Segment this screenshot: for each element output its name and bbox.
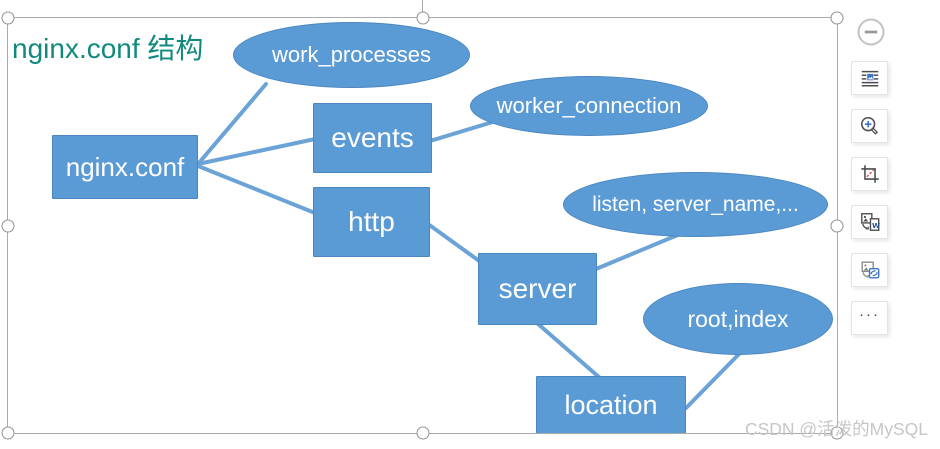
node-events[interactable]: events	[313, 103, 432, 173]
image-convert-icon	[859, 259, 881, 281]
node-server[interactable]: server	[478, 253, 597, 325]
node-http[interactable]: http	[313, 187, 430, 257]
zoom-in-icon	[859, 115, 881, 137]
resize-handle-middle-right[interactable]	[830, 219, 844, 232]
zoom-in-button[interactable]	[851, 109, 888, 143]
text-wrap-icon	[859, 67, 881, 89]
node-listen-server-name[interactable]: listen, server_name,...	[563, 172, 828, 237]
node-nginx-conf[interactable]: nginx.conf	[52, 135, 198, 199]
collapse-minus-icon	[856, 17, 886, 52]
node-label: location	[564, 389, 658, 420]
node-work-processes[interactable]: work_processes	[233, 22, 470, 88]
node-label: events	[331, 122, 414, 153]
node-label: worker_connection	[496, 93, 682, 118]
node-worker-connection[interactable]: worker_connection	[470, 76, 708, 136]
page-title: nginx.conf 结构	[12, 33, 204, 64]
image-to-doc-icon: W	[859, 211, 881, 233]
crop-button[interactable]	[851, 157, 888, 191]
node-root-index[interactable]: root,index	[643, 283, 833, 355]
edge-events-workerconn	[428, 119, 498, 143]
svg-text:W: W	[872, 221, 880, 230]
rotation-stem	[422, 0, 423, 17]
edge-nginx-workprocesses	[196, 82, 268, 166]
image-convert-button[interactable]	[851, 253, 888, 287]
node-label: listen, server_name,...	[592, 192, 799, 216]
resize-handle-bottom-left[interactable]	[1, 426, 15, 440]
csdn-watermark: CSDN @活泼的MySQL	[744, 419, 928, 439]
more-options-icon: ···	[859, 306, 880, 323]
node-label: nginx.conf	[65, 152, 185, 182]
resize-handle-top-right[interactable]	[830, 11, 844, 25]
more-options-button[interactable]: ···	[851, 301, 888, 335]
image-toolbar: W ···	[851, 17, 891, 349]
edge-nginx-http	[196, 164, 317, 215]
image-to-doc-button[interactable]: W	[851, 205, 888, 239]
edge-server-listen	[594, 232, 682, 271]
node-label: root,index	[687, 305, 789, 332]
resize-handle-top-middle[interactable]	[416, 11, 429, 25]
resize-handle-middle-left[interactable]	[1, 219, 15, 232]
node-label: http	[348, 206, 395, 237]
collapse-toolbar-button[interactable]	[854, 17, 888, 51]
edge-server-location	[535, 321, 602, 380]
crop-icon	[859, 163, 881, 185]
edge-http-server	[426, 222, 484, 265]
resize-handle-top-left[interactable]	[1, 11, 15, 25]
text-wrap-button[interactable]	[851, 61, 888, 95]
edge-nginx-events	[196, 137, 317, 166]
node-location[interactable]: location	[536, 376, 686, 434]
edge-rootindex-location	[684, 349, 744, 410]
resize-handle-bottom-right[interactable]	[830, 426, 844, 440]
node-label: server	[498, 273, 577, 304]
node-label: work_processes	[272, 42, 431, 67]
resize-handle-bottom-middle[interactable]	[416, 426, 429, 440]
